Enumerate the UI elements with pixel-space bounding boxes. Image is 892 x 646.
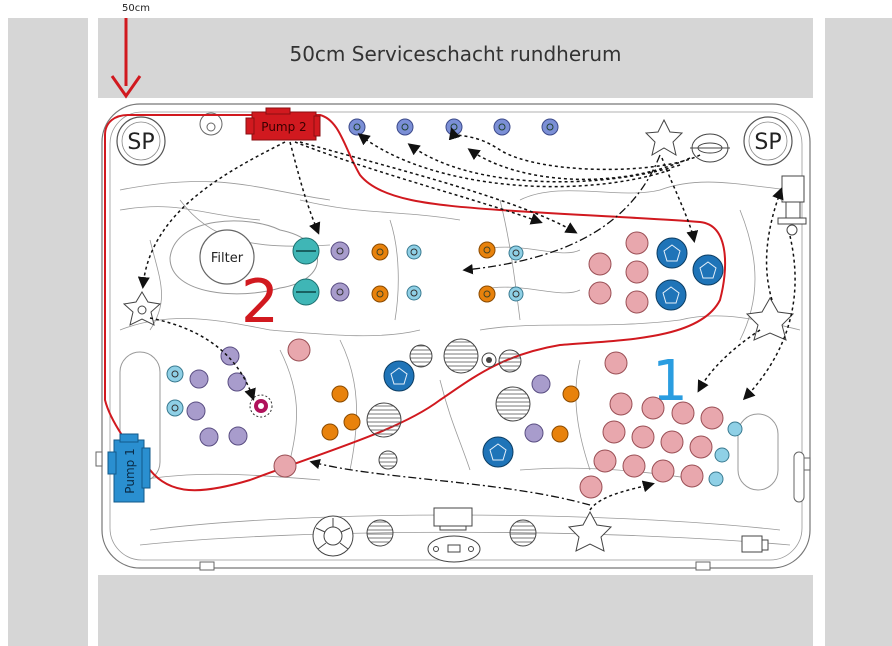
- sp-left: SP: [116, 116, 166, 166]
- zone-2-number: 2: [241, 267, 279, 337]
- pump-1-label: Pump 1: [123, 448, 137, 493]
- left-bay-jets: [166, 346, 248, 447]
- zone-2-cluster: [588, 231, 724, 314]
- star-control-bottom: [567, 510, 613, 552]
- spa-outline: [101, 103, 811, 569]
- underwater-light: [249, 394, 273, 418]
- drain-dot: [206, 122, 216, 132]
- filter: Filter: [169, 220, 318, 295]
- purple-jet-mid-right-2: [524, 423, 544, 443]
- pink-jet-bottom-left: [273, 454, 297, 478]
- pump-2-label: Pump 2: [261, 120, 306, 134]
- zone-1-pink-jets: [579, 351, 743, 499]
- sp-left-label: SP: [127, 130, 154, 155]
- star-control-top-right: [644, 118, 684, 157]
- right-seat-bay: [737, 413, 779, 491]
- diagram-title: 50cm Serviceschacht rundherum: [289, 42, 622, 66]
- blue-pentagon-jet-lower: [482, 436, 514, 468]
- star-control-right: [745, 296, 795, 341]
- drain-cover: [199, 112, 223, 136]
- top-service-band: [98, 18, 813, 98]
- star-control-left-center: [137, 305, 147, 315]
- flow-arrows: [137, 127, 796, 511]
- middle-orange-jets: [321, 385, 580, 443]
- sp-right: SP: [743, 116, 793, 166]
- blue-pentagon-jet-lower-mark: [489, 443, 507, 461]
- pink-jet-center-top: [287, 338, 311, 362]
- pump-1: Pump 1: [107, 433, 151, 503]
- blue-pentagon-jet-center: [383, 360, 415, 392]
- right-fitting: [793, 451, 805, 503]
- pump-2: Pump 2: [245, 107, 321, 141]
- star-control-left: [122, 291, 162, 326]
- right-service-band: [825, 18, 892, 646]
- zone-2-jets: [292, 237, 524, 306]
- left-service-band: [8, 18, 88, 646]
- bottom-service-band: [98, 575, 813, 646]
- top-jet-row: [348, 118, 559, 136]
- heater-unit: [777, 175, 807, 236]
- blue-pentagon-jet-center-mark: [390, 367, 408, 385]
- air-flow-arrows: [309, 154, 661, 506]
- left-fitting: [95, 451, 103, 467]
- dimension-label: 50cm: [122, 3, 150, 14]
- sp-right-label: SP: [754, 130, 781, 155]
- air-control-knob: [690, 133, 730, 163]
- right-fitting-stub: [803, 457, 811, 471]
- filter-label: Filter: [211, 251, 244, 266]
- hatched-jets: [366, 338, 531, 470]
- bottom-fixtures: [199, 507, 769, 571]
- dimension-arrow-head: [110, 75, 142, 99]
- purple-jet-mid-right-1: [531, 374, 551, 394]
